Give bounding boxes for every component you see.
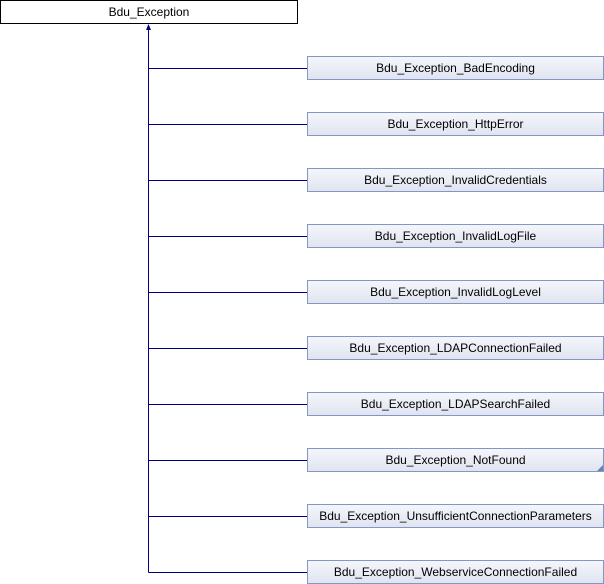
class-name: Bdu_Exception_InvalidCredentials	[364, 173, 547, 187]
child-class-node[interactable]: Bdu_Exception_InvalidLogFile	[307, 224, 604, 248]
root-class-node[interactable]: Bdu_Exception	[0, 0, 298, 24]
class-name: Bdu_Exception_BadEncoding	[376, 61, 535, 75]
class-name: Bdu_Exception_LDAPSearchFailed	[360, 397, 551, 411]
child-class-node[interactable]: Bdu_Exception_NotFound	[307, 448, 604, 472]
collapsed-subclasses-indicator-icon	[597, 465, 603, 471]
child-class-node[interactable]: Bdu_Exception_InvalidLogLevel	[307, 280, 604, 304]
child-class-node[interactable]: Bdu_Exception_LDAPConnectionFailed	[307, 336, 604, 360]
child-class-node[interactable]: Bdu_Exception_UnsufficientConnectionPara…	[307, 504, 604, 528]
class-name: Bdu_Exception_InvalidLogFile	[374, 229, 537, 243]
child-class-node[interactable]: Bdu_Exception_LDAPSearchFailed	[307, 392, 604, 416]
arrowhead-icon	[146, 24, 151, 30]
class-name: Bdu_Exception_WebserviceConnectionFailed	[333, 565, 578, 579]
class-name: Bdu_Exception_InvalidLogLevel	[370, 285, 541, 299]
class-name: Bdu_Exception_HttpError	[387, 117, 524, 131]
child-class-node[interactable]: Bdu_Exception_InvalidCredentials	[307, 168, 604, 192]
child-class-node[interactable]: Bdu_Exception_BadEncoding	[307, 56, 604, 80]
class-name: Bdu_Exception_UnsufficientConnectionPara…	[319, 509, 592, 523]
child-class-node[interactable]: Bdu_Exception_HttpError	[307, 112, 604, 136]
class-name: Bdu_Exception_NotFound	[385, 453, 526, 467]
class-name: Bdu_Exception_LDAPConnectionFailed	[349, 341, 562, 355]
child-class-node[interactable]: Bdu_Exception_WebserviceConnectionFailed	[307, 560, 604, 584]
